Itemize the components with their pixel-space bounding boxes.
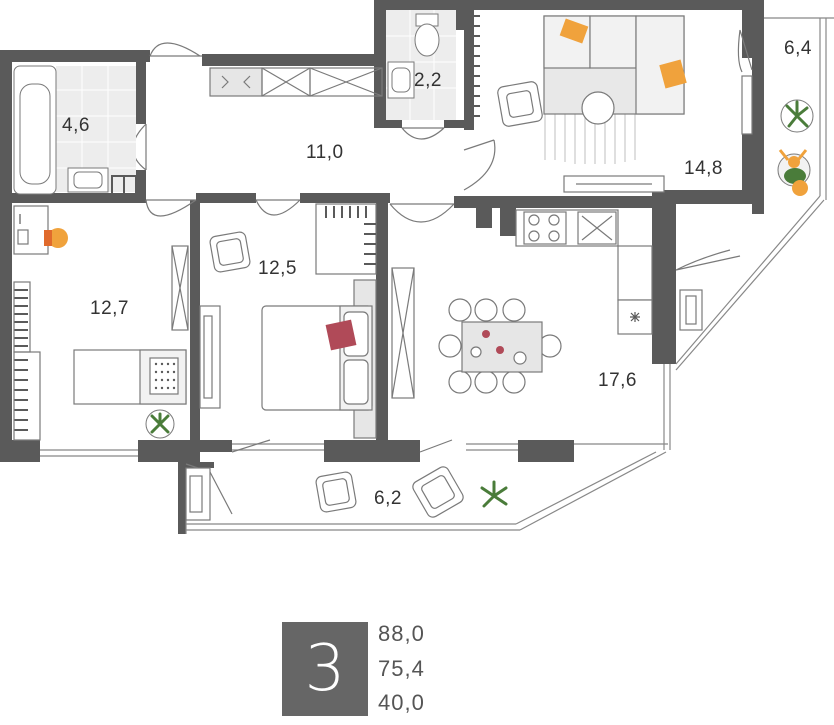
coffee-table-icon: [581, 91, 615, 125]
bathroom-fixtures: [13, 65, 137, 195]
person-icon: [777, 149, 811, 196]
bedroom-left-furniture: [13, 205, 189, 441]
wc-fixtures: [386, 10, 480, 120]
kitchen-furniture: [391, 209, 703, 399]
armchair-icon: [209, 231, 251, 273]
bathtub-icon: [13, 65, 57, 195]
room-area-balcony-top: 6,4: [784, 38, 812, 59]
secondary-area: 40,0: [378, 690, 425, 715]
room-area-kitchen: 17,6: [598, 370, 637, 391]
total-area: 88,0: [378, 621, 425, 646]
room-area-bedroom-left: 12,7: [90, 298, 129, 319]
rooms-count-badge: 3: [282, 622, 368, 716]
plant-icon: [480, 480, 508, 508]
plant-icon: [780, 99, 814, 133]
armchair-icon: [412, 466, 464, 518]
hallway-wardrobe: [209, 67, 383, 97]
windows: [40, 17, 834, 534]
armchair-icon: [315, 471, 357, 513]
living-area: 75,4: [378, 656, 425, 681]
room-area-bedroom-middle: 12,5: [258, 258, 297, 279]
living-room-furniture: [497, 15, 753, 193]
cushion-icon: [559, 18, 589, 44]
cushion-icon: [659, 59, 687, 89]
bedroom-middle-furniture: [199, 203, 377, 439]
plant-icon: [145, 409, 175, 439]
chair-icon: [48, 228, 68, 248]
floor-plan: [0, 0, 834, 534]
armchair-icon: [497, 81, 543, 127]
room-area-balcony-bottom: 6,2: [374, 488, 402, 509]
dining-table-icon: [438, 298, 562, 394]
room-area-bathroom: 4,6: [62, 115, 90, 136]
pillow-icon: [325, 319, 357, 351]
walls: [0, 0, 764, 534]
room-area-hallway: 11,0: [306, 142, 344, 163]
room-area-living-room: 14,8: [684, 158, 723, 179]
room-area-wc: 2,2: [414, 70, 442, 91]
balcony-bottom-furniture: [185, 466, 464, 521]
